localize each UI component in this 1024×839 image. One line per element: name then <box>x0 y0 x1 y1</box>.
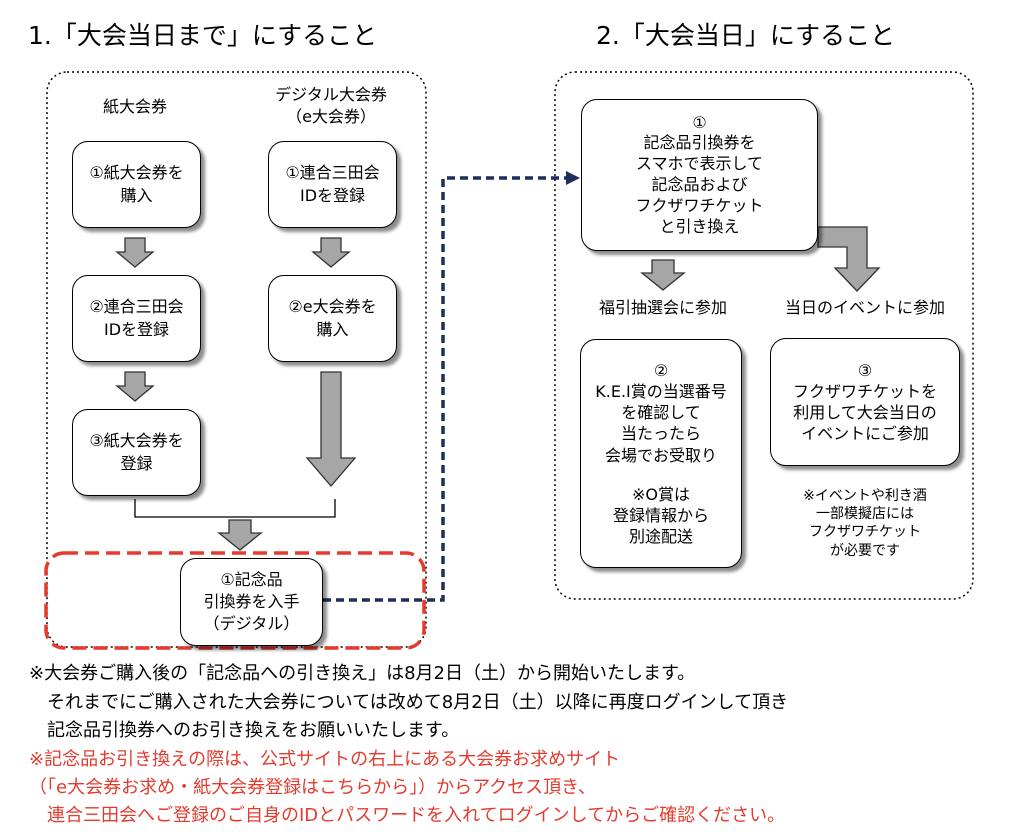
event-box: ③ フクザワチケットを 利用して大会当日の イベントにご参加 <box>770 338 960 466</box>
day-main-line6: と引き換え <box>659 216 740 236</box>
goal-line3: （デジタル） <box>203 614 300 634</box>
paper-step-2: ②連合三田会 IDを登録 <box>72 275 201 362</box>
connector-arrowhead <box>566 171 580 185</box>
goal-line1: ①記念品 <box>220 569 283 589</box>
lottery-spacer <box>595 466 727 484</box>
day-main-line1: ① <box>692 112 707 132</box>
paper-step-1: ①紙大会券を 購入 <box>72 141 201 228</box>
heading-before-day: 1.「大会当日まで」にすること <box>28 21 378 50</box>
event-day-container <box>554 71 974 600</box>
event-line1: ③ <box>857 360 873 380</box>
event-note-line4: が必要です <box>830 542 900 559</box>
down-arrow-icon <box>115 237 155 268</box>
long-down-arrow-icon <box>305 371 357 487</box>
lottery-line9: 別途配送 <box>628 526 693 546</box>
paper-step-3-line2: 登録 <box>120 453 153 473</box>
column-label-digital: デジタル大会券 （e大会券） <box>255 84 407 127</box>
lottery-line4: 当たったら <box>620 424 701 444</box>
down-arrow-icon <box>115 371 155 402</box>
lottery-box: ② K.E.I賞の当選番号 を確認して 当たったら 会場でお受取り ※O賞は 登… <box>580 339 742 568</box>
footer-red-line2: （「e大会券お求め・紙大会券登録はこちらから」）からアクセス頂き、 <box>29 777 596 798</box>
lottery-line1: ② <box>653 361 669 381</box>
heading-event-day: 2.「大会当日」にすること <box>596 21 896 50</box>
column-label-digital-line1: デジタル大会券 <box>275 85 387 104</box>
event-line3: 利用して大会当日の <box>793 403 937 422</box>
lottery-line8: 登録情報から <box>612 505 709 525</box>
event-note: ※イベントや利き酒 一部模擬店には フクザワチケット が必要です <box>775 487 955 560</box>
event-note-line3: フクザワチケット <box>809 524 921 541</box>
day-main-line5: フクザワチケット <box>635 195 764 215</box>
paper-step-1-line2: 購入 <box>120 185 153 205</box>
branch-label-lottery: 福引抽選会に参加 <box>598 298 727 317</box>
event-line4: イベントにご参加 <box>801 424 929 444</box>
digital-step-2-line1: ②e大会券を <box>288 297 377 317</box>
day-main-line4: 記念品および <box>651 175 748 194</box>
digital-step-2: ②e大会券を 購入 <box>268 275 397 362</box>
lottery-line7: ※O賞は <box>631 484 690 504</box>
digital-step-1-line2: IDを登録 <box>299 185 366 205</box>
down-arrow-icon <box>311 237 351 268</box>
branch-label-event: 当日のイベントに参加 <box>784 298 945 317</box>
footer-red-line1: ※記念品お引き換えの際は、公式サイトの右上にある大会券お求めサイト <box>29 749 621 770</box>
lottery-line2: K.E.I賞の当選番号 <box>595 382 727 402</box>
lottery-line3: を確認して <box>621 403 701 423</box>
digital-step-2-line2: 購入 <box>316 319 349 339</box>
down-arrow-icon <box>640 259 686 291</box>
footer-note-line2: それまでにご購入された大会券については改めて8月2日（土）以降に再度ログインして… <box>29 692 789 713</box>
goal-line2: 引換券を入手 <box>203 591 300 611</box>
paper-step-3: ③紙大会券を 登録 <box>72 409 201 496</box>
down-arrow-icon <box>217 519 263 551</box>
column-label-digital-line2: （e大会券） <box>286 106 376 126</box>
footer-note-line3: 記念品引換券へのお引き換えをお願いいたします。 <box>29 720 460 741</box>
day-main-line3: スマホで表示して <box>635 154 764 174</box>
merge-bracket <box>134 499 336 518</box>
paper-step-1-line1: ①紙大会券を <box>89 163 184 183</box>
paper-step-2-line1: ②連合三田会 <box>89 297 184 317</box>
event-line2: フクザワチケットを <box>792 381 937 401</box>
digital-step-1-line1: ①連合三田会 <box>285 163 380 183</box>
paper-step-2-line2: IDを登録 <box>103 319 170 339</box>
footer-note-line1: ※大会券ご購入後の「記念品への引き換え」は8月2日（土）から開始いたします。 <box>29 663 696 684</box>
day-main-box: ① 記念品引換券を スマホで表示して 記念品および フクザワチケット と引き換え <box>581 99 818 251</box>
lottery-line5: 会場でお受取り <box>604 445 717 465</box>
column-label-paper: 紙大会券 <box>102 97 167 116</box>
connector-line <box>323 176 570 602</box>
goal-box: ①記念品 引換券を入手 （デジタル） <box>180 558 323 646</box>
footer-red-line3: 連合三田会へご登録のご自身のIDとパスワードを入れてログインしてからご確認くださ… <box>29 805 786 826</box>
event-note-line2: 一部模擬店には <box>816 506 914 523</box>
day-main-line2: 記念品引換券を <box>643 133 756 153</box>
goal-highlight <box>44 551 426 650</box>
bent-arrow-icon <box>817 226 881 292</box>
paper-step-3-line1: ③紙大会券を <box>89 431 184 451</box>
event-note-line1: ※イベントや利き酒 <box>803 488 927 504</box>
digital-step-1: ①連合三田会 IDを登録 <box>268 141 397 228</box>
before-day-container <box>46 71 427 648</box>
